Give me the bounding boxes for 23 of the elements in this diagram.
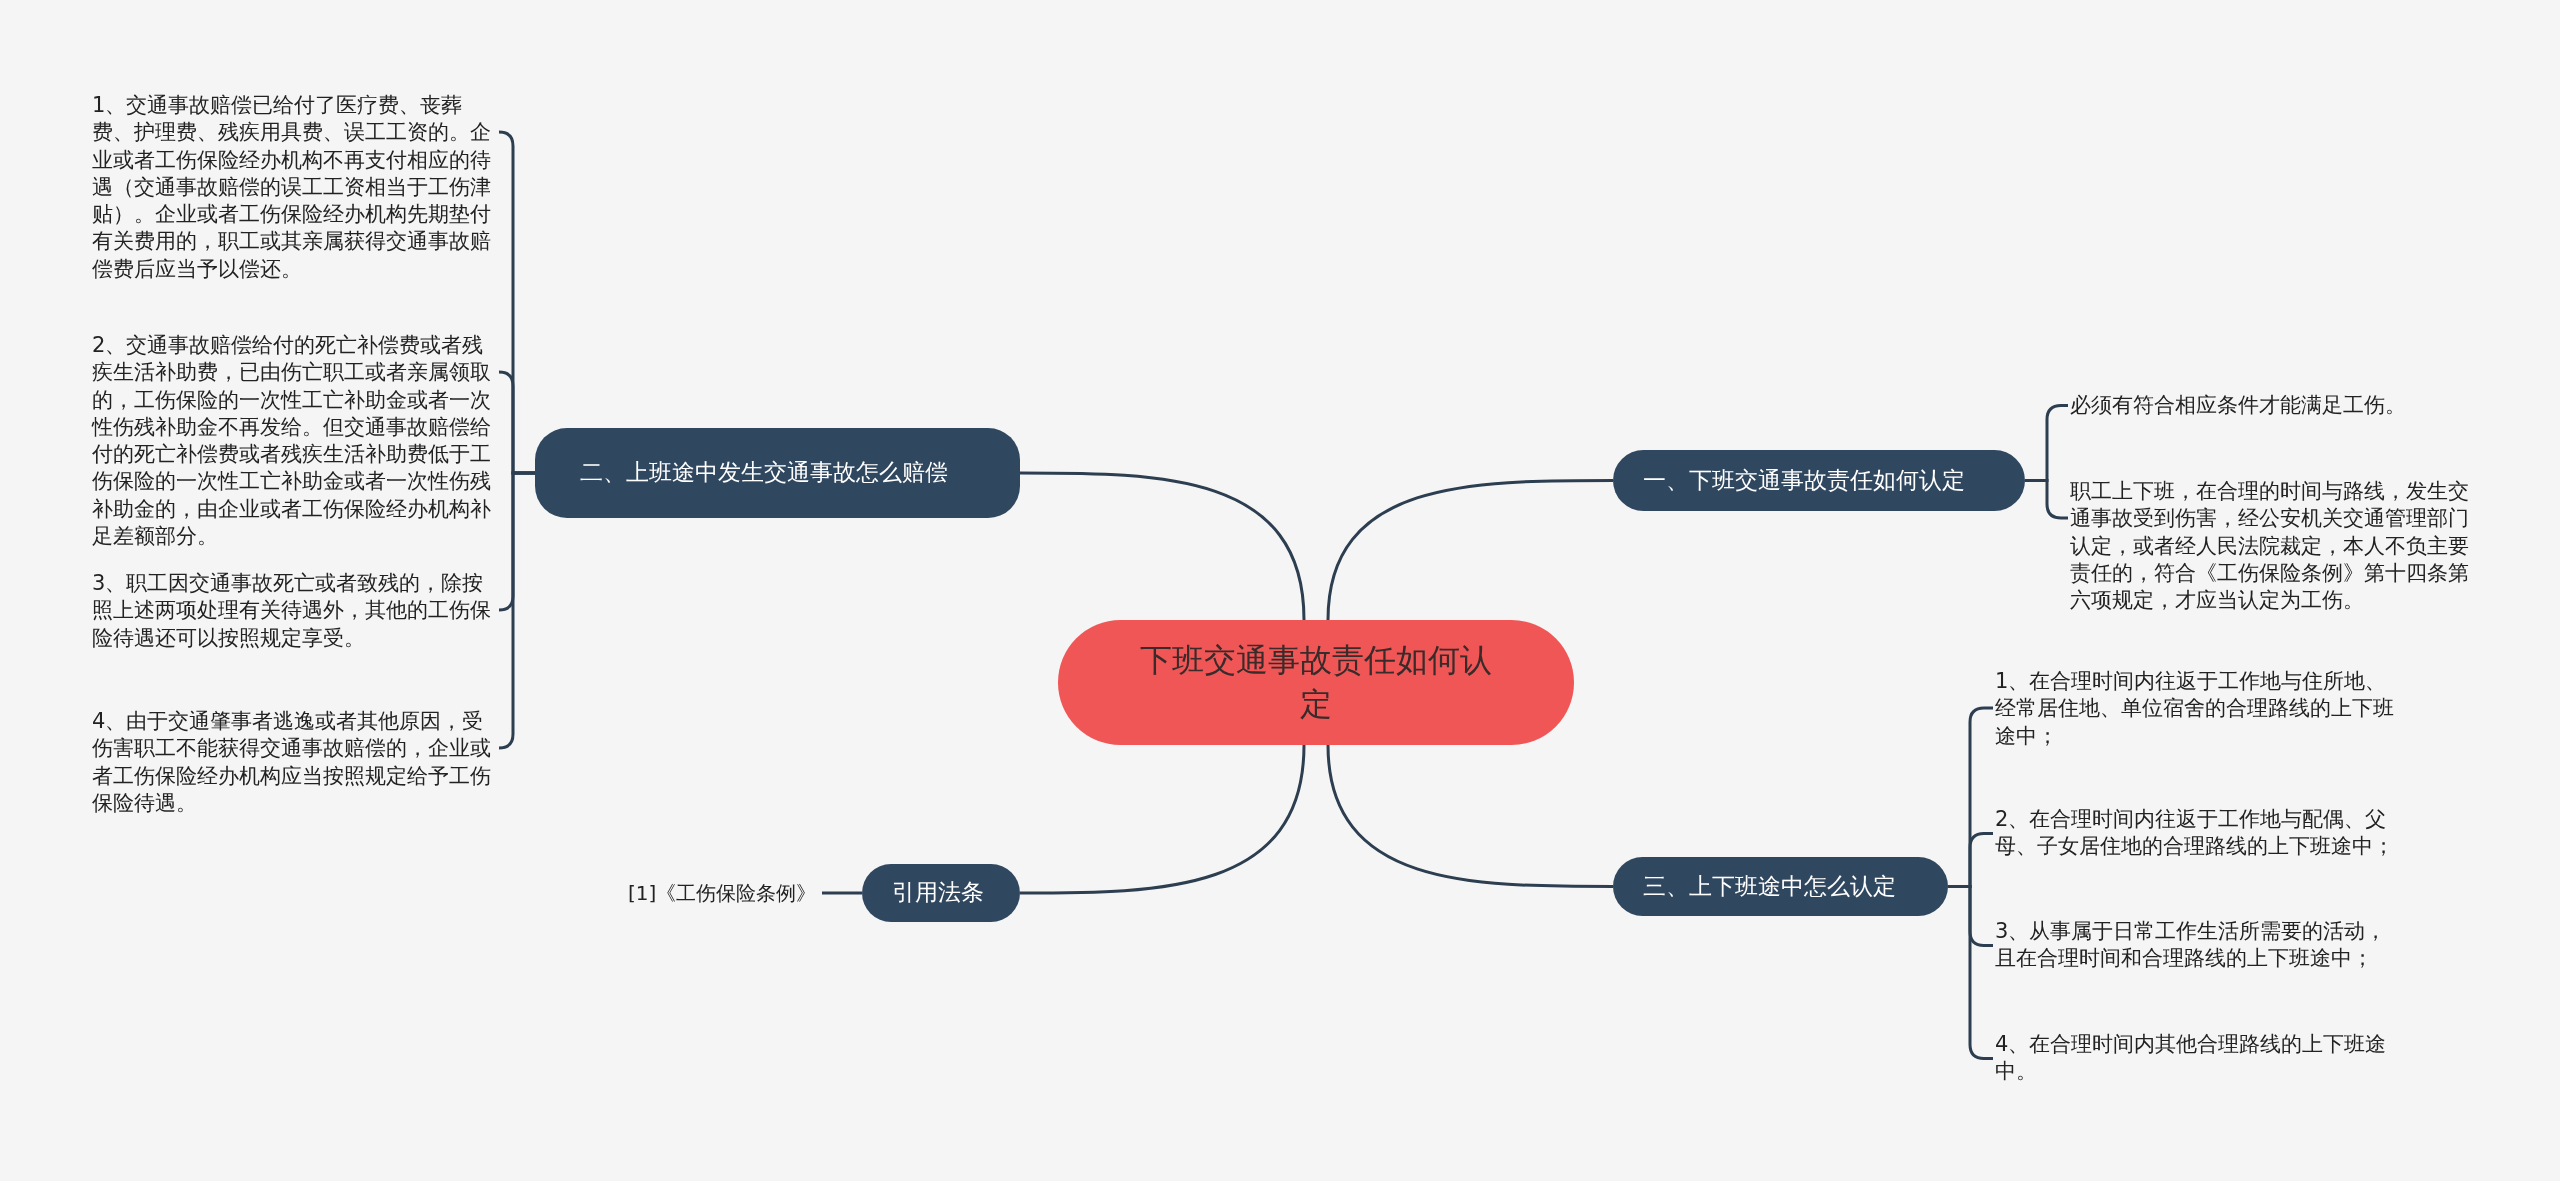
topic-box: 三、上下班途中怎么认定: [1613, 857, 1948, 916]
note-text: 职工上下班，在合理的时间与路线，发生交通事故受到伤害，经公安机关交通管理部门认定，或者经人民法院裁定，本人不负主要责任的，符合《工伤保险条例》第十四条第六项规定，才应当认定为工伤。: [2070, 478, 2475, 615]
central-topic: 下班交通事故责任如何认定: [1058, 620, 1574, 745]
note-text: 3、职工因交通事故死亡或者致残的，除按照上述两项处理有关待遇外，其他的工伤保险待遇还可以按照规定享受。: [92, 570, 497, 652]
connector-line: [822, 891, 862, 895]
connector-line: [497, 471, 535, 750]
topic-box: 二、上班途中发生交通事故怎么赔偿: [535, 428, 1020, 518]
topic-box: 一、下班交通事故责任如何认定: [1613, 450, 2025, 511]
note-text: 1、在合理时间内往返于工作地与住所地、经常居住地、单位宿舍的合理路线的上下班途中；: [1995, 668, 2405, 750]
note-text: 2、在合理时间内往返于工作地与配偶、父母、子女居住地的合理路线的上下班途中；: [1995, 806, 2405, 861]
note-text: 4、在合理时间内其他合理路线的上下班途中。: [1995, 1031, 2405, 1086]
note-text: [1]《工伤保险条例》: [628, 880, 818, 906]
connector-line: [1020, 744, 1306, 895]
note-text: 必须有符合相应条件才能满足工伤。: [2070, 392, 2500, 420]
note-text: 2、交通事故赔偿给付的死亡补偿费或者残疾生活补助费，已由伤亡职工或者亲属领取的，工伤保险的一次性工亡补助金或者一次性伤残补助金不再发给。但交通事故赔偿给付的死亡补偿费或者残疾生活补助费低于工伤保险的一次性工亡补助金或者一次性伤残补助金的，由企业或者工伤保险经办机构补足差额部分。: [92, 332, 497, 551]
note-text: 3、从事属于日常工作生活所需要的活动，且在合理时间和合理路线的上下班途中；: [1995, 918, 2405, 973]
connector-line: [1326, 479, 1613, 621]
connector-line: [2025, 479, 2068, 520]
connector-line: [1326, 744, 1613, 888]
note-text: 4、由于交通肇事者逃逸或者其他原因，受伤害职工不能获得交通事故赔偿的，企业或者工伤保险经办机构应当按照规定给予工伤保险待遇。: [92, 708, 497, 818]
note-text: 1、交通事故赔偿已给付了医疗费、丧葬费、护理费、残疾用具费、误工工资的。企业或者工伤保险经办机构不再支付相应的待遇（交通事故赔偿的误工工资相当于工伤津贴）。企业或者工伤保险经办机构先期垫付有关费用的，职工或其亲属获得交通事故赔偿费后应当予以偿还。: [92, 92, 497, 284]
connector-line: [1020, 471, 1306, 621]
topic-box: 引用法条: [862, 864, 1020, 922]
